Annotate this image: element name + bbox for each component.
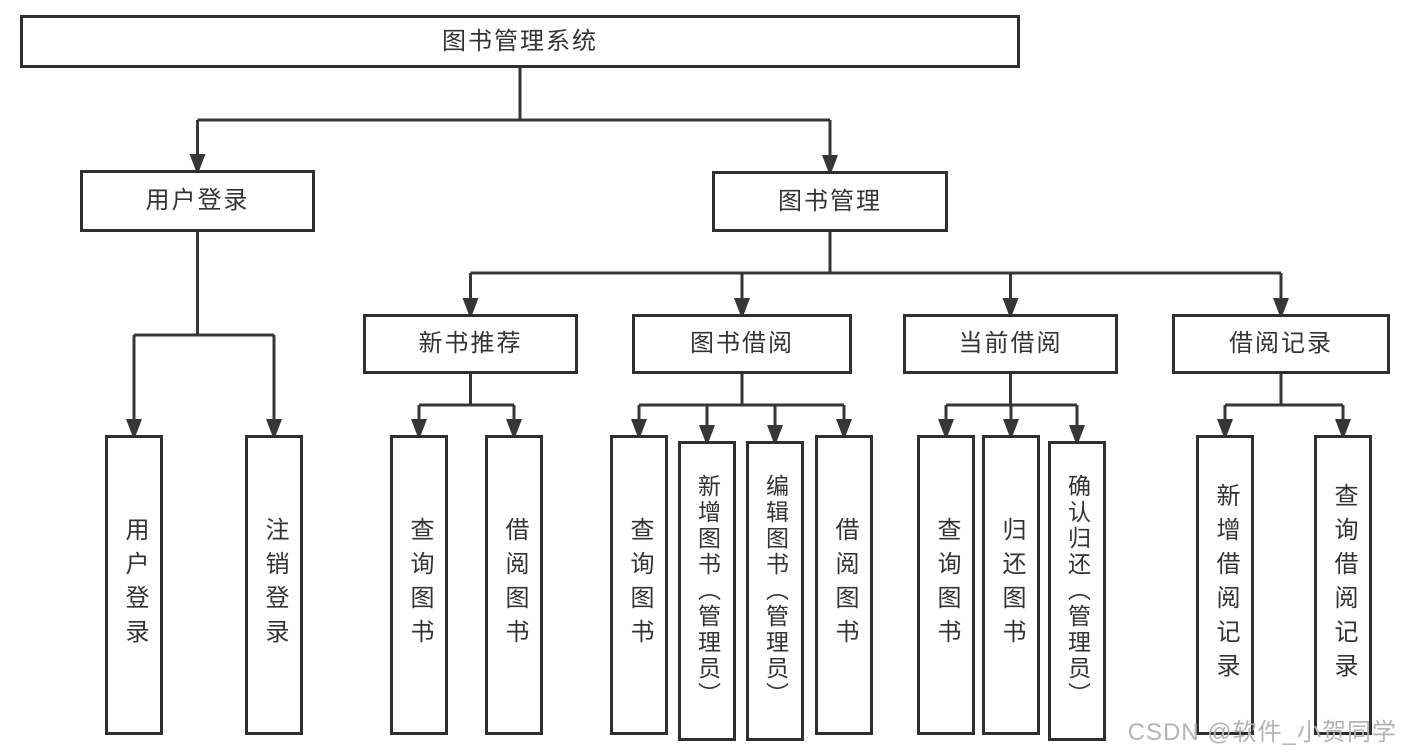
node-label-leaf-edit-books-admin: 编辑图书（管理员） bbox=[762, 474, 789, 708]
arrowhead-icon bbox=[1335, 419, 1351, 440]
node-leaf-add-books-admin: 新增图书（管理员） bbox=[678, 441, 736, 741]
node-book-management: 图书管理 bbox=[712, 171, 948, 232]
node-label-leaf-query-books-3: 查询图书 bbox=[933, 517, 960, 653]
node-label-leaf-logout: 注销登录 bbox=[261, 517, 288, 653]
node-leaf-user-login: 用户登录 bbox=[105, 435, 163, 735]
arrowhead-icon bbox=[767, 425, 783, 446]
arrowhead-icon bbox=[938, 419, 954, 440]
arrowhead-icon bbox=[411, 419, 427, 440]
node-leaf-add-borrow-record: 新增借阅记录 bbox=[1196, 435, 1254, 735]
arrowhead-icon bbox=[462, 298, 479, 319]
node-label-leaf-add-books-admin: 新增图书（管理员） bbox=[694, 474, 721, 708]
node-label-book-management: 图书管理 bbox=[778, 187, 882, 215]
arrowhead-icon bbox=[822, 155, 838, 176]
node-new-book-recommend: 新书推荐 bbox=[363, 314, 578, 374]
node-leaf-query-books-3: 查询图书 bbox=[917, 435, 975, 735]
node-current-borrowing: 当前借阅 bbox=[903, 314, 1118, 374]
node-label-leaf-return-books: 归还图书 bbox=[998, 517, 1025, 653]
node-label-leaf-query-borrow-record: 查询借阅记录 bbox=[1330, 483, 1357, 687]
watermark: CSDN @软件_小贺同学 bbox=[1127, 719, 1397, 746]
arrowhead-icon bbox=[126, 419, 142, 440]
node-label-current-borrowing: 当前借阅 bbox=[958, 330, 1063, 357]
node-leaf-query-books-1: 查询图书 bbox=[390, 435, 448, 735]
node-leaf-edit-books-admin: 编辑图书（管理员） bbox=[746, 441, 804, 741]
arrowhead-icon bbox=[266, 419, 282, 440]
node-label-leaf-query-books-2: 查询图书 bbox=[626, 517, 653, 653]
arrowhead-icon bbox=[1217, 419, 1233, 440]
node-book-borrowing: 图书借阅 bbox=[632, 314, 852, 374]
node-leaf-borrow-books-2: 借阅图书 bbox=[815, 435, 873, 735]
arrowhead-icon bbox=[506, 419, 522, 440]
arrowhead-icon bbox=[836, 419, 852, 440]
arrowhead-icon bbox=[699, 425, 715, 446]
node-label-book-borrowing: 图书借阅 bbox=[690, 330, 794, 357]
arrowhead-icon bbox=[189, 154, 206, 175]
node-label-system: 图书管理系统 bbox=[442, 27, 598, 55]
node-borrowing-records: 借阅记录 bbox=[1172, 314, 1390, 374]
arrowhead-icon bbox=[631, 419, 647, 440]
arrowhead-icon bbox=[1002, 298, 1019, 319]
node-leaf-query-borrow-record: 查询借阅记录 bbox=[1314, 435, 1372, 735]
node-label-new-book-recommend: 新书推荐 bbox=[418, 330, 523, 357]
node-system: 图书管理系统 bbox=[20, 15, 1020, 68]
node-leaf-logout: 注销登录 bbox=[245, 435, 303, 735]
edge-lines bbox=[132, 68, 1345, 429]
node-leaf-borrow-books-1: 借阅图书 bbox=[485, 435, 543, 735]
node-label-user-login: 用户登录 bbox=[145, 187, 250, 214]
node-user-login: 用户登录 bbox=[80, 170, 315, 232]
node-leaf-return-books: 归还图书 bbox=[982, 435, 1040, 735]
arrowhead-icon bbox=[734, 298, 750, 319]
arrowhead-icon bbox=[1003, 419, 1019, 440]
node-label-leaf-add-borrow-record: 新增借阅记录 bbox=[1212, 483, 1239, 687]
node-label-leaf-borrow-books-1: 借阅图书 bbox=[501, 517, 528, 653]
node-label-leaf-user-login: 用户登录 bbox=[121, 517, 148, 653]
node-leaf-query-books-2: 查询图书 bbox=[610, 435, 668, 735]
node-leaf-confirm-return-admin: 确认归还（管理员） bbox=[1048, 441, 1106, 741]
node-label-borrowing-records: 借阅记录 bbox=[1229, 330, 1333, 357]
node-label-leaf-query-books-1: 查询图书 bbox=[406, 517, 433, 653]
node-label-leaf-confirm-return-admin: 确认归还（管理员） bbox=[1064, 474, 1091, 708]
arrowhead-icon bbox=[1273, 298, 1289, 319]
node-label-leaf-borrow-books-2: 借阅图书 bbox=[831, 517, 858, 653]
arrowhead-icon bbox=[1069, 425, 1085, 446]
